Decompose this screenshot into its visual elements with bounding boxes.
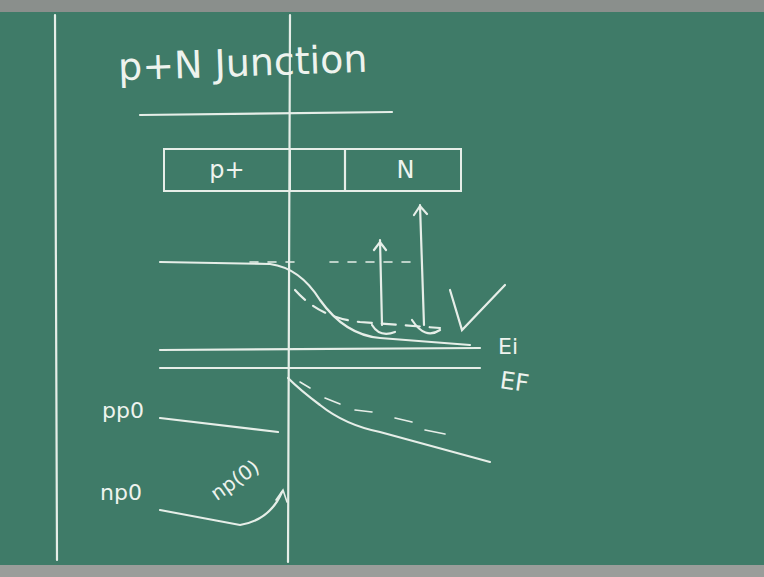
region-label: N — [397, 158, 415, 182]
region-box: N — [289, 148, 462, 192]
board-title: p+N Junction — [117, 40, 368, 87]
energy-label: EF — [498, 368, 530, 396]
carrier-label: pp0 — [102, 400, 144, 422]
carrier-label: np0 — [100, 482, 142, 504]
energy-label: Ei — [498, 336, 518, 358]
carrier-label: np(0) — [207, 456, 262, 503]
region-label: p+ — [209, 158, 244, 182]
region-box: p+ — [163, 148, 291, 192]
